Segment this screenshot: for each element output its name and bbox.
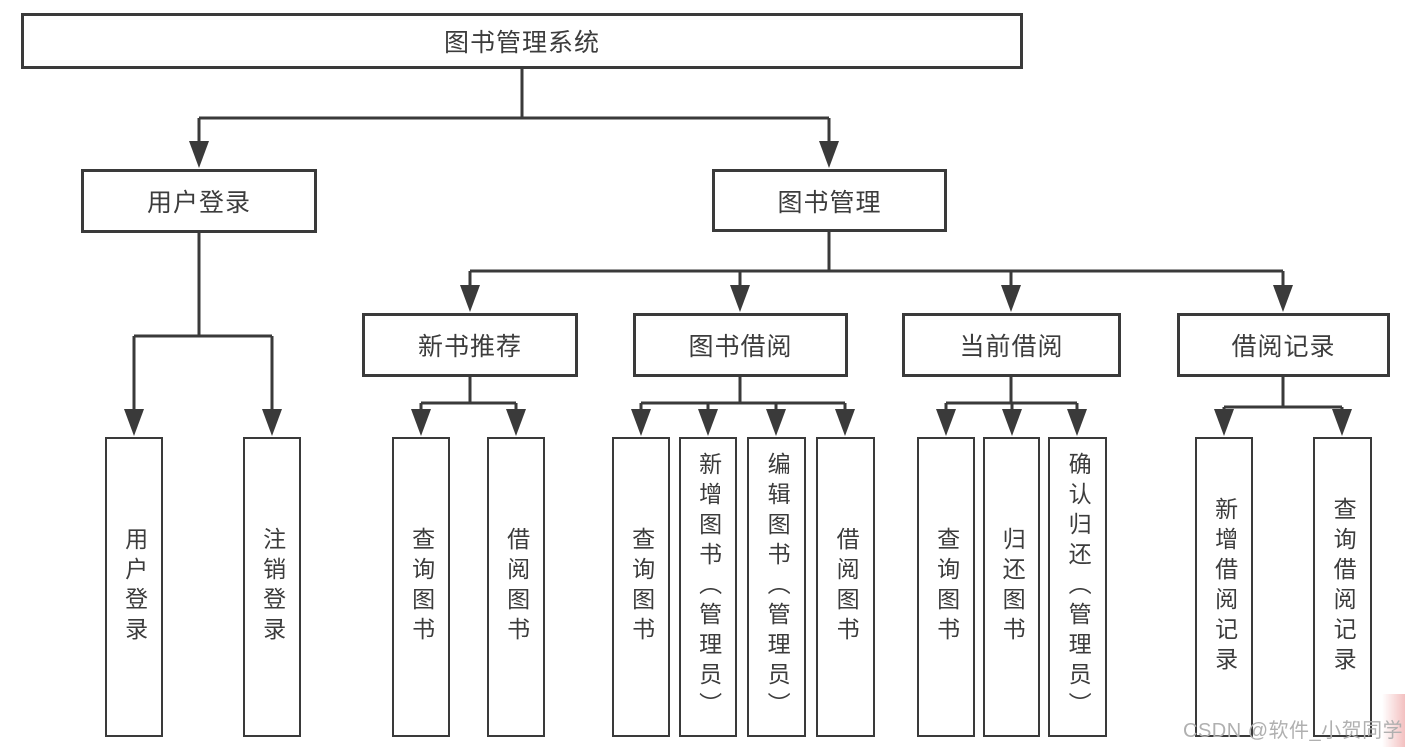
node-user-login: 用户登录: [81, 169, 317, 233]
leaf-query-book-recommend: 查询图书: [392, 437, 450, 737]
arrowhead: [1332, 409, 1352, 436]
leaf-query-borrow-record: 查询借阅记录: [1313, 437, 1372, 737]
arrowhead: [1001, 285, 1021, 312]
arrowhead: [506, 409, 526, 436]
leaf-confirm-return-admin: 确认归还（管理员）: [1048, 437, 1107, 737]
arrowhead: [819, 141, 839, 168]
leaf-borrow-book: 借阅图书: [816, 437, 875, 737]
arrowhead: [1067, 409, 1087, 436]
node-root-system: 图书管理系统: [21, 13, 1023, 69]
node-new-book-recommend: 新书推荐: [362, 313, 578, 377]
arrowhead: [460, 285, 480, 312]
leaf-query-book-current: 查询图书: [917, 437, 975, 737]
arrowhead: [1214, 409, 1234, 436]
arrowhead: [631, 409, 651, 436]
node-book-management: 图书管理: [712, 169, 947, 232]
arrowhead: [189, 141, 209, 168]
node-borrow-record: 借阅记录: [1177, 313, 1390, 377]
arrowhead: [730, 285, 750, 312]
arrowhead: [766, 409, 786, 436]
leaf-add-book-admin: 新增图书（管理员）: [679, 437, 737, 737]
node-current-borrow: 当前借阅: [902, 313, 1121, 377]
leaf-borrow-book-recommend: 借阅图书: [487, 437, 545, 737]
corner-tint: [1382, 694, 1405, 747]
arrowhead: [1273, 285, 1293, 312]
arrowhead: [262, 409, 282, 436]
node-book-borrow: 图书借阅: [633, 313, 848, 377]
leaf-query-book-borrow: 查询图书: [612, 437, 670, 737]
arrowhead: [124, 409, 144, 436]
csdn-watermark: CSDN @软件_小贺同学: [1183, 720, 1404, 742]
leaf-logout: 注销登录: [243, 437, 301, 737]
leaf-add-borrow-record: 新增借阅记录: [1195, 437, 1253, 737]
arrowhead: [835, 409, 855, 436]
arrowhead: [1002, 409, 1022, 436]
arrowhead: [698, 409, 718, 436]
arrowhead: [936, 409, 956, 436]
arrowhead: [411, 409, 431, 436]
leaf-return-book: 归还图书: [983, 437, 1040, 737]
leaf-user-login: 用户登录: [105, 437, 163, 737]
leaf-edit-book-admin: 编辑图书（管理员）: [747, 437, 806, 737]
